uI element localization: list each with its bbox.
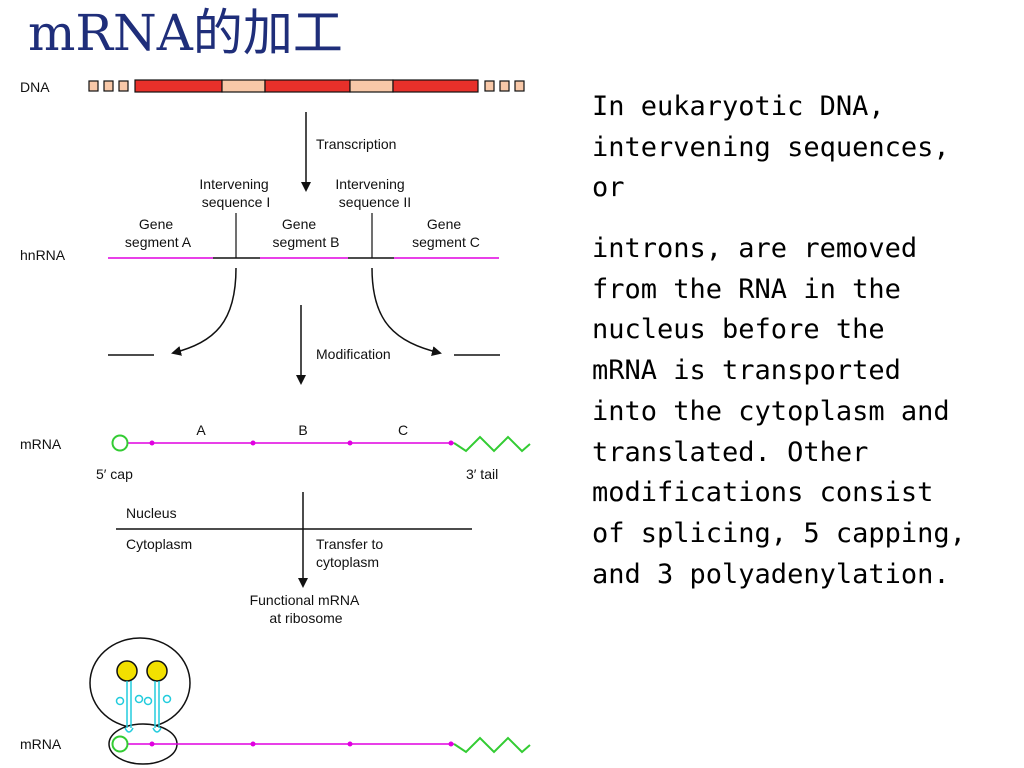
intron-2-removal-arrow: [371, 267, 442, 356]
ribosome-site-a: [146, 660, 168, 682]
body-paragraph-2: introns, are removed from the RNA in the…: [592, 233, 966, 590]
dna-exon: [134, 79, 223, 93]
dna-flank-box: [499, 80, 510, 92]
splice-junction-dot: [448, 440, 454, 446]
modification-label: Modification: [316, 346, 391, 362]
nucleus-label: Nucleus: [126, 505, 177, 521]
five-prime-cap: [111, 434, 129, 452]
ribosome-site-p: [116, 660, 138, 682]
five-prime-cap-label: 5′ cap: [96, 466, 133, 482]
functional-mrna-label: Functional mRNA at ribosome: [250, 592, 363, 626]
dna-flank-box: [118, 80, 129, 92]
dna-exon: [264, 79, 351, 93]
intron-1-removal-arrow: [171, 267, 237, 356]
dna-flank-box: [88, 80, 99, 92]
transcription-label: Transcription: [316, 136, 396, 152]
cytoplasm-label: Cytoplasm: [126, 536, 192, 552]
hnrna-label: hnRNA: [20, 247, 66, 263]
mrna-label: mRNA: [20, 436, 62, 452]
splice-junction-dot: [250, 741, 256, 747]
splice-junction-dot: [149, 440, 155, 446]
dna-intron: [221, 79, 266, 93]
transfer-label: Transfer to cytoplasm: [316, 536, 387, 570]
trna-1: [115, 681, 144, 733]
dna-exon: [392, 79, 479, 93]
poly-a-tail-ribosome: [453, 736, 531, 754]
gene-segment-a-label: Gene segment A: [125, 216, 192, 250]
intervening-sequence-2-label: Intervening sequence II: [335, 176, 411, 210]
splice-junction-dot: [149, 741, 155, 747]
splice-junction-dot: [250, 440, 256, 446]
segment-b-label: B: [298, 422, 307, 438]
splice-junction-dot: [347, 741, 353, 747]
segment-c-label: C: [398, 422, 408, 438]
dna-label: DNA: [20, 79, 50, 95]
splice-junction-dot: [347, 440, 353, 446]
body-paragraph-1: In eukaryotic DNA, intervening sequences…: [592, 91, 950, 204]
dna-strand: [88, 79, 525, 93]
poly-a-tail: [453, 435, 531, 453]
gene-segment-c-label: Gene segment C: [412, 216, 480, 250]
dna-flank-box: [514, 80, 525, 92]
intervening-sequence-1-label: Intervening sequence I: [199, 176, 272, 210]
ribosome: [89, 637, 191, 765]
slide-title: mRNA的加工: [28, 4, 343, 62]
splice-junction-dot: [448, 741, 454, 747]
gene-segment-b-label: Gene segment B: [273, 216, 340, 250]
mrna-label-ribosome: mRNA: [20, 736, 62, 752]
ribosome-large-subunit: [89, 637, 191, 729]
dna-flank-box: [484, 80, 495, 92]
dna-flank-box: [103, 80, 114, 92]
trna-2: [143, 681, 172, 733]
five-prime-cap-ribosome: [111, 735, 129, 753]
segment-a-label: A: [196, 422, 206, 438]
three-prime-tail-label: 3′ tail: [466, 466, 498, 482]
dna-intron: [349, 79, 394, 93]
